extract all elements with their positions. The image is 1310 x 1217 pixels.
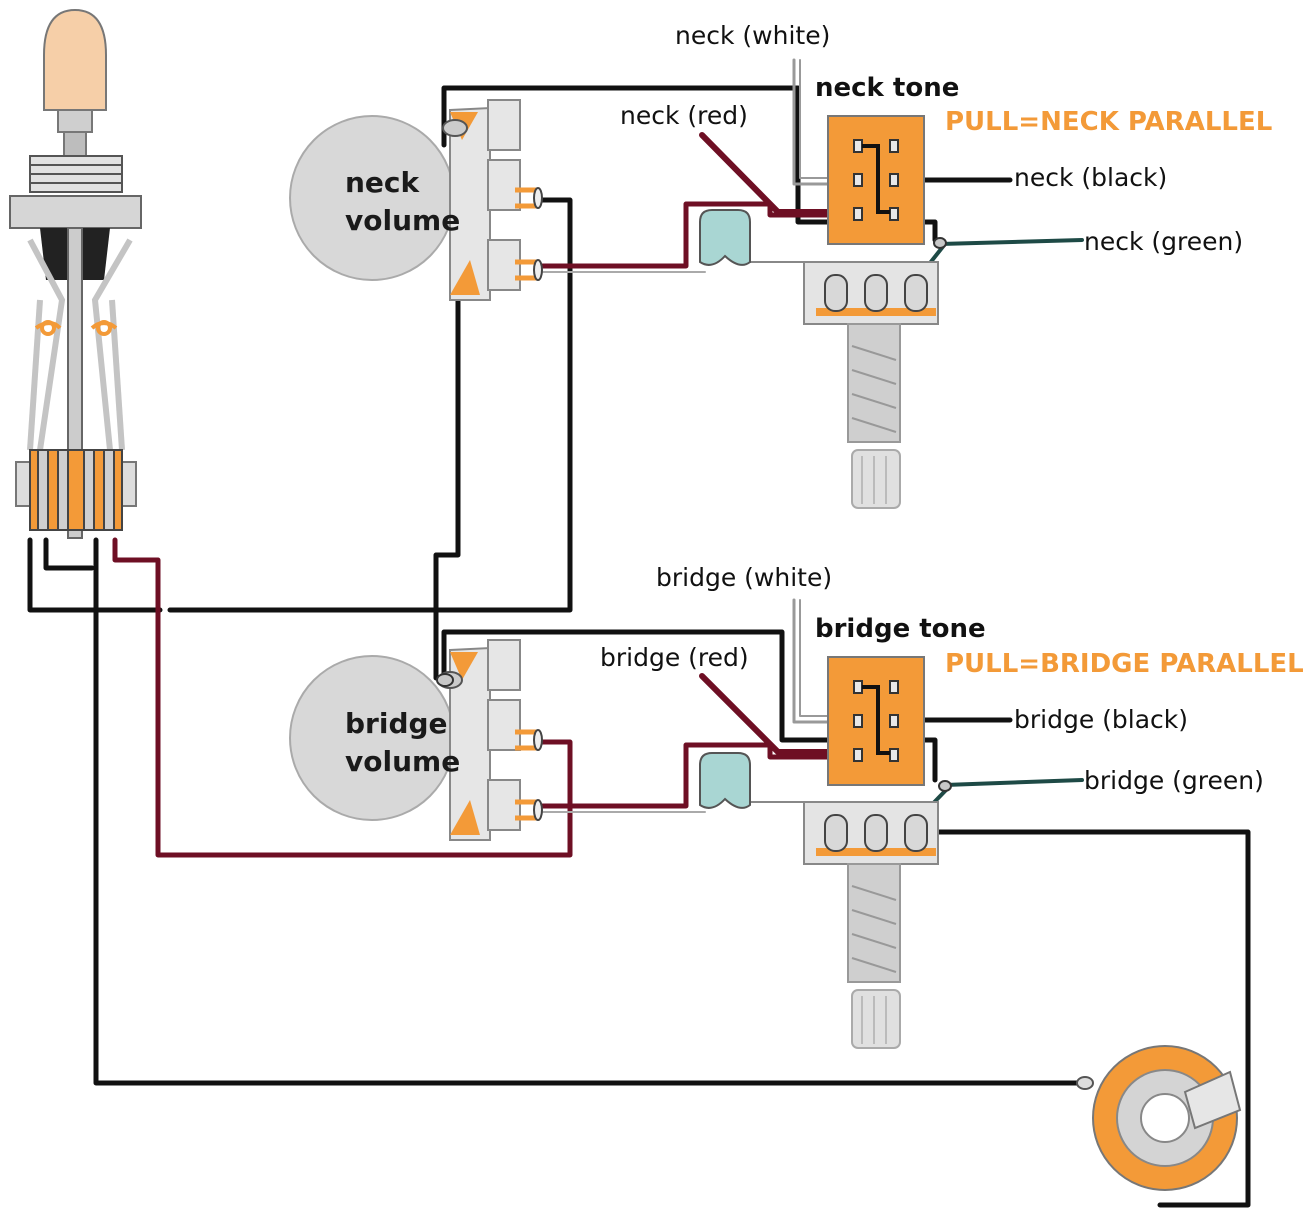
neck-red-label: neck (red) [620,101,748,130]
wires [27,58,1251,1208]
bridge-black-label: bridge (black) [1014,705,1188,734]
output-jack-icon [1076,1045,1242,1191]
bridge-pull-label: PULL=BRIDGE PARALLEL [945,649,1304,679]
bridge-green-label: bridge (green) [1084,766,1264,795]
bridge-white-label: bridge (white) [656,563,832,592]
neck-tone-label: neck tone [815,73,959,103]
neck-volume-pot-icon [289,99,543,301]
neck-volume-label-line2: volume [345,204,460,237]
solder-joints [436,237,952,792]
bridge-volume-pot-icon [289,639,543,841]
neck-capacitor-icon [699,209,751,266]
bridge-capacitor-icon [699,752,751,809]
neck-volume-label-line1: neck [345,166,421,199]
toggle-switch-icon [9,8,142,539]
neck-white-label: neck (white) [675,21,830,50]
bridge-volume-label-line1: bridge [345,707,448,740]
bridge-red-label: bridge (red) [600,643,749,672]
bridge-tone-label: bridge tone [815,614,986,644]
bridge-tone-push-pull-pot-icon [803,656,939,1049]
neck-black-label: neck (black) [1014,163,1167,192]
neck-pull-label: PULL=NECK PARALLEL [945,107,1272,137]
neck-tone-push-pull-pot-icon [803,115,939,509]
neck-green-label: neck (green) [1084,227,1243,256]
bridge-volume-label-line2: volume [345,745,460,778]
